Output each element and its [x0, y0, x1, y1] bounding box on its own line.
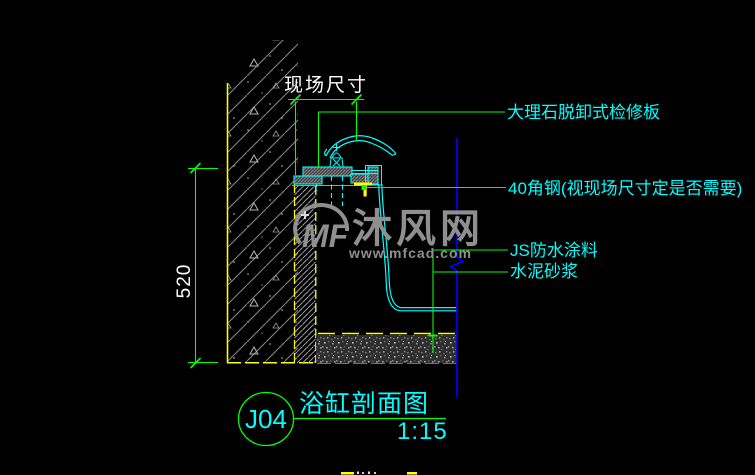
dimension-height — [188, 162, 218, 369]
dim-horizontal-label: 现场尺寸 — [284, 74, 368, 96]
marble-deck-slabs — [292, 165, 382, 206]
detail-title-block: J04 浴缸剖面图 1:15 — [237, 390, 448, 447]
bathtub-outline — [378, 183, 457, 312]
callout-leaders — [317, 111, 508, 353]
wall-finish-layer — [293, 184, 317, 363]
dimension-width — [288, 93, 364, 175]
callout-angle-steel: 40角钢(视现场尺寸定是否需要) — [508, 179, 742, 198]
detail-tag: J04 — [245, 404, 287, 434]
mortar-bed — [316, 332, 457, 363]
watermark-brand: 沐风网 — [352, 207, 484, 251]
watermark-url: www.mfcad.com — [348, 245, 472, 261]
watermark: MF 沐风网 www.mfcad.com — [293, 203, 484, 261]
spout — [324, 135, 397, 159]
wall-concrete-hatch — [227, 40, 298, 363]
drawing-title: 浴缸剖面图 — [299, 390, 429, 418]
watermark-logo: MF — [302, 218, 350, 254]
angle-steel — [354, 182, 372, 197]
dim-vertical-label: 520 — [174, 264, 195, 299]
watermark-logo-swoosh — [293, 203, 350, 245]
break-line — [448, 138, 465, 397]
drawing-scale: 1:15 — [397, 418, 448, 445]
clipped-content-below — [341, 471, 417, 475]
callout-marble-panel: 大理石脱卸式检修板 — [507, 103, 660, 122]
callout-js-waterproof: JS防水涂料 — [510, 241, 598, 260]
callout-cement-mortar: 水泥砂浆 — [510, 262, 578, 281]
